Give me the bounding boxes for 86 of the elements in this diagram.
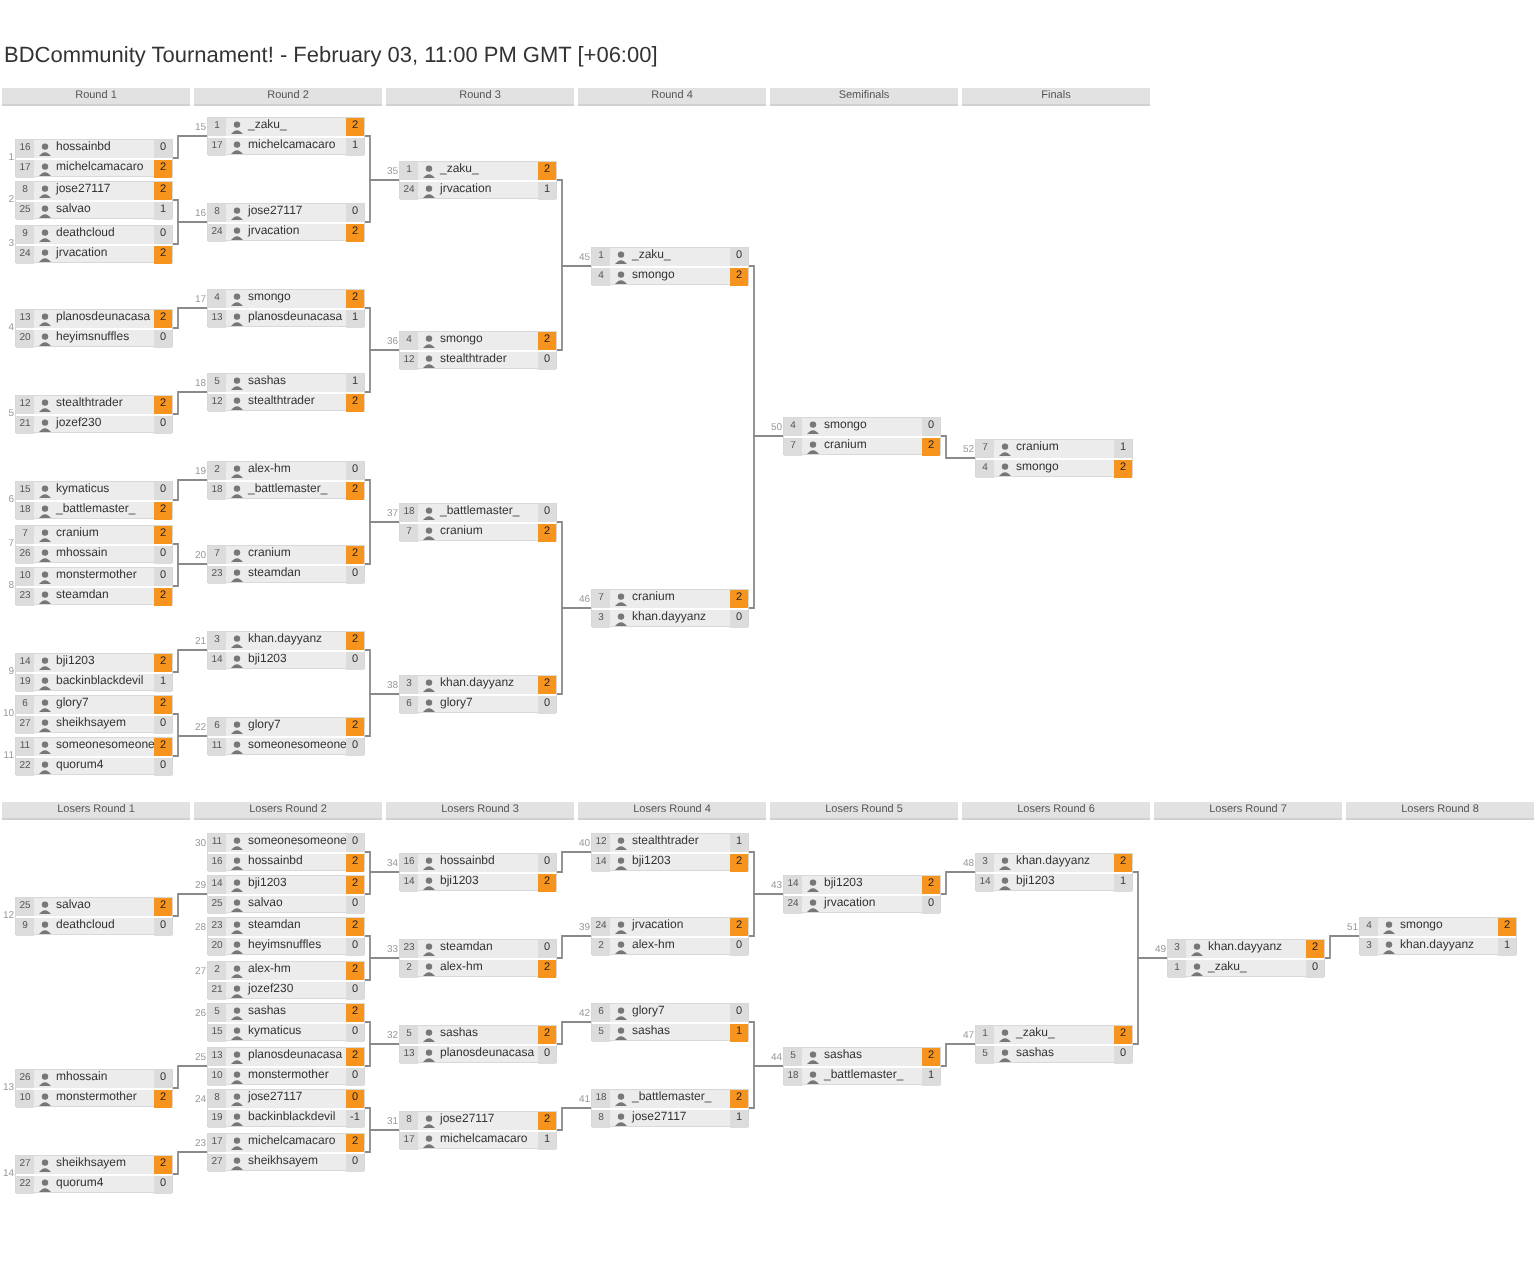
bracket-line xyxy=(171,563,209,587)
bracket-line xyxy=(939,1043,977,1067)
bracket-line xyxy=(171,1151,209,1175)
match-card xyxy=(976,440,1132,476)
match-card xyxy=(592,834,748,870)
match-card xyxy=(16,396,172,432)
match-card xyxy=(592,918,748,954)
match-card xyxy=(592,248,748,284)
match-card xyxy=(16,738,172,774)
match-card xyxy=(16,568,172,604)
match-card xyxy=(592,1004,748,1040)
bracket-line xyxy=(939,871,977,895)
match-card xyxy=(208,1004,364,1040)
bracket-line xyxy=(363,521,401,565)
match-card xyxy=(16,1070,172,1106)
match-card xyxy=(208,1048,364,1084)
bracket-line xyxy=(363,179,401,223)
match-card xyxy=(208,918,364,954)
match-card xyxy=(208,546,364,582)
match-card xyxy=(16,482,172,518)
bracket-line xyxy=(747,893,785,937)
match-card xyxy=(400,1026,556,1062)
bracket-line xyxy=(555,935,593,959)
match-card xyxy=(16,654,172,690)
match-card xyxy=(208,632,364,668)
bracket-line xyxy=(363,693,401,737)
bracket-line xyxy=(171,893,209,917)
match-card xyxy=(16,696,172,732)
match-card xyxy=(400,676,556,712)
match-card xyxy=(208,290,364,326)
match-card xyxy=(208,374,364,410)
bracket-line xyxy=(171,649,209,673)
match-card xyxy=(208,718,364,754)
bracket-line xyxy=(555,1107,593,1131)
bracket-line xyxy=(171,307,209,329)
match-card xyxy=(208,1090,364,1126)
match-card xyxy=(400,1112,556,1148)
bracket-line xyxy=(171,735,209,757)
match-card xyxy=(976,854,1132,890)
match-card xyxy=(208,876,364,912)
bracket-line xyxy=(363,349,401,393)
match-card xyxy=(592,1090,748,1126)
bracket-line xyxy=(171,479,209,501)
match-card xyxy=(400,162,556,198)
match-card xyxy=(16,526,172,562)
bracket-line xyxy=(363,871,401,895)
bracket-line xyxy=(555,851,593,873)
match-card xyxy=(400,332,556,368)
match-card xyxy=(16,226,172,262)
bracket-line xyxy=(555,607,593,695)
match-card xyxy=(208,962,364,998)
bracket-line xyxy=(171,221,209,245)
match-card xyxy=(784,1048,940,1084)
match-card xyxy=(16,182,172,218)
bracket-line xyxy=(555,1021,593,1045)
bracket-line xyxy=(1131,957,1169,1045)
match-card xyxy=(16,1156,172,1192)
match-card xyxy=(592,590,748,626)
bracket-line xyxy=(363,1129,401,1153)
match-card xyxy=(1360,918,1516,954)
match-card xyxy=(1168,940,1324,976)
bracket-line xyxy=(171,135,209,159)
match-card xyxy=(208,462,364,498)
match-card xyxy=(208,204,364,240)
match-card xyxy=(16,898,172,934)
bracket-line xyxy=(555,265,593,351)
bracket-line xyxy=(747,435,785,609)
bracket-line xyxy=(939,435,977,459)
bracket-line xyxy=(363,1043,401,1067)
match-card xyxy=(400,854,556,890)
match-card xyxy=(400,940,556,976)
match-card xyxy=(208,1134,364,1170)
bracket-line xyxy=(363,957,401,981)
bracket-line xyxy=(747,1065,785,1109)
match-card xyxy=(784,418,940,454)
match-card xyxy=(400,504,556,540)
bracket-line xyxy=(171,1065,209,1089)
bracket-line xyxy=(171,391,209,415)
match-card xyxy=(208,834,364,870)
match-card xyxy=(208,118,364,154)
match-card xyxy=(784,876,940,912)
match-card xyxy=(16,310,172,346)
match-card xyxy=(16,140,172,176)
bracket-line xyxy=(1323,935,1361,959)
page-title: BDCommunity Tournament! - February 03, 11:00 PM GMT [+06:00] xyxy=(4,44,658,68)
match-card xyxy=(976,1026,1132,1062)
